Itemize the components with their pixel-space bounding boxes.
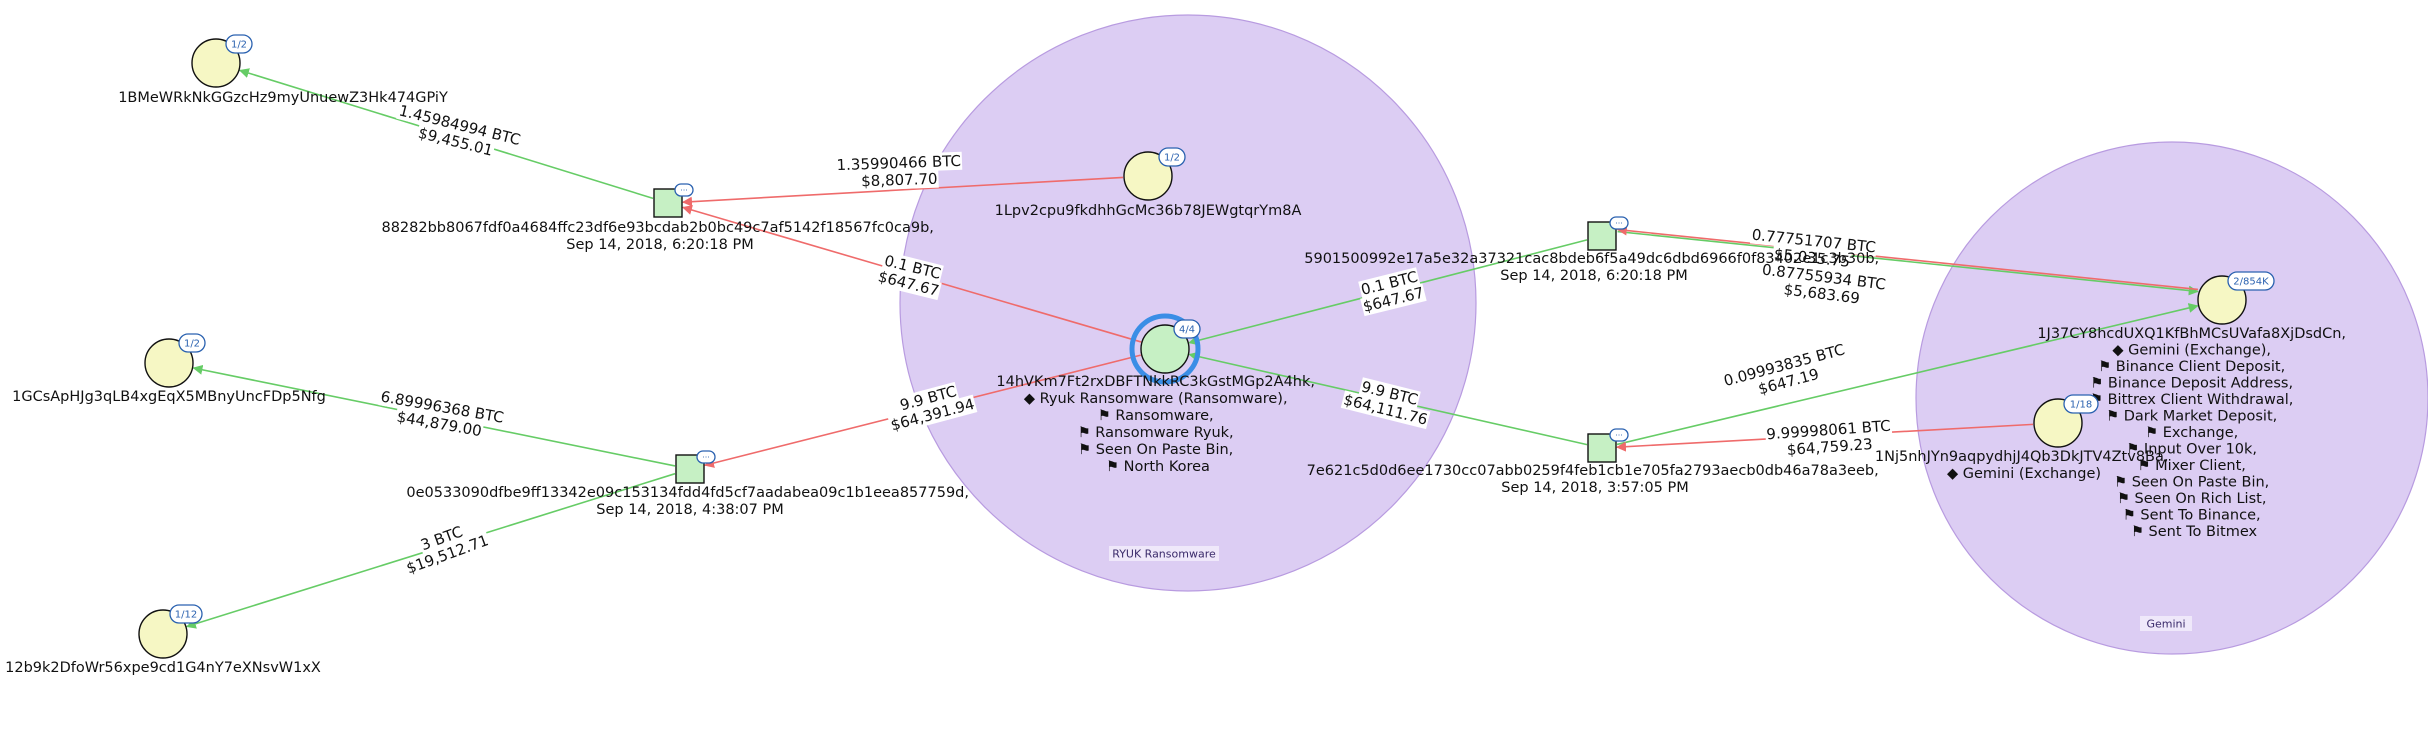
address-label: 12b9k2DfoWr56xpe9cd1G4nY7eXNsvW1xX xyxy=(5,660,321,676)
focus-ring xyxy=(1129,313,1201,385)
count-badge-text: 1/12 xyxy=(175,610,197,621)
count-badge xyxy=(2063,394,2099,414)
edge-label-background xyxy=(887,394,978,435)
address-node-12b9[interactable]: 1/12 12b9k2DfoWr56xpe9cd1G4nY7eXNsvW1xX xyxy=(5,604,321,676)
edge-label-background xyxy=(1360,283,1427,317)
edge-label-layer: 1.45984994 BTC $9,455.01 1.35990466 BTC … xyxy=(375,101,1893,578)
address-node-1Lpv[interactable]: 1/2 1Lpv2cpu9fkdhhGcMc36b78JEWgtqrYm8A xyxy=(995,147,1302,219)
edge-label-e6[interactable]: 9.9 BTC $64,391.94 xyxy=(883,378,978,435)
count-badge xyxy=(225,34,253,54)
edge-label-e4[interactable]: 6.89996368 BTC $44,879.00 xyxy=(375,387,507,443)
cluster-ryuk-label-bg xyxy=(1109,546,1219,561)
edge-label-e2[interactable]: 1.35990466 BTC $8,807.70 xyxy=(835,151,963,191)
address-label: 14hVKm7Ft2rxDBFTNkkRC3kGstMGp2A4hk, ◆ Ry… xyxy=(996,374,1319,475)
address-circle xyxy=(191,38,241,88)
edge-label-background xyxy=(403,530,492,578)
tx-more-badge xyxy=(696,450,716,464)
edge-label-background xyxy=(1785,434,1875,460)
tx-label: 7e621c5d0d6ee1730cc07abb0259f4feb1cb1e70… xyxy=(1307,463,1884,496)
count-badge-text: 1/2 xyxy=(184,339,200,350)
tx-node-5901[interactable]: ··· 5901500992e17a5e32a37321cac8bdeb6f5a… xyxy=(1304,216,1884,284)
tx-label: 5901500992e17a5e32a37321cac8bdeb6f5a49dc… xyxy=(1304,251,1884,284)
address-circle xyxy=(1123,151,1173,201)
cluster-gemini[interactable]: Gemini xyxy=(1915,141,2428,655)
cluster-gemini-label: Gemini xyxy=(2146,618,2185,631)
tx-more-badge xyxy=(1609,216,1629,230)
edge-e12-usd: $64,759.23 xyxy=(1786,435,1873,459)
address-node-14hV[interactable]: 4/4 14hVKm7Ft2rxDBFTNkkRC3kGstMGp2A4hk, … xyxy=(996,313,1319,475)
cluster-gemini-label-bg xyxy=(2140,616,2192,631)
count-badge-text: 1/18 xyxy=(2070,400,2092,411)
count-badge xyxy=(169,604,203,624)
edge-label-background xyxy=(1340,390,1431,430)
edge-label-background xyxy=(1781,280,1862,308)
count-badge-text: 4/4 xyxy=(1179,325,1195,336)
cluster-gemini-area xyxy=(1915,141,2428,655)
address-node-1Nj5[interactable]: 1/18 1Nj5nhJYn9aqpydhjJ4Qb3DkJTV4Ztv8Ba,… xyxy=(1875,394,2173,482)
address-node-1GCs[interactable]: 1/2 1GCsApHJg3qLB4xgEqX5MBnyUncFDp5Nfg xyxy=(12,333,326,405)
count-badge-text: 1/2 xyxy=(1164,153,1180,164)
edge-label-background xyxy=(1720,340,1848,391)
tx-more-badge xyxy=(674,183,694,197)
edge-e2-usd: $8,807.70 xyxy=(861,170,938,191)
edge-label-e1[interactable]: 1.45984994 BTC $9,455.01 xyxy=(392,101,524,166)
address-label: 1GCsApHJg3qLB4xgEqX5MBnyUncFDp5Nfg xyxy=(12,389,326,405)
node-layer: 1/2 1BMeWRkNkGGzcHz9myUnuewZ3Hk474GPiY 1… xyxy=(5,34,2350,676)
edge-label-background xyxy=(859,169,939,191)
edge-label-background xyxy=(396,101,524,150)
edge-label-background xyxy=(897,381,960,415)
edge-label-background xyxy=(1755,364,1822,399)
tx-label: 0e0533090dfbe9ff13342e09c153134fdd4fd5cf… xyxy=(406,485,973,518)
address-label: 1J37CY8hcdUXQ1KfBhMCsUVafa8XjDsdCn, ◆ Ge… xyxy=(2037,326,2350,540)
address-circle xyxy=(144,338,194,388)
address-node-1BMe[interactable]: 1/2 1BMeWRkNkGGzcHz9myUnuewZ3Hk474GPiY xyxy=(118,34,448,106)
tx-node-8828[interactable]: ··· 88282bb8067fdf0a4684ffc23df6e93bcdab… xyxy=(381,183,938,253)
edge-label-background xyxy=(1764,416,1893,444)
edge-label-background xyxy=(1749,225,1878,257)
edge-label-background xyxy=(881,251,944,284)
address-label: 1Lpv2cpu9fkdhhGcMc36b78JEWgtqrYm8A xyxy=(995,203,1302,219)
tx-node-7e62[interactable]: ··· 7e621c5d0d6ee1730cc07abb0259f4feb1cb… xyxy=(1307,428,1884,496)
edge-label-background xyxy=(415,123,496,160)
cluster-ryuk-area xyxy=(899,14,1477,592)
count-badge xyxy=(1158,147,1186,167)
tx-more-badge-text: ··· xyxy=(1615,431,1623,440)
address-node-1J37[interactable]: 2/854K 1J37CY8hcdUXQ1KfBhMCsUVafa8XjDsdC… xyxy=(2037,271,2350,540)
cluster-ryuk-label: RYUK Ransomware xyxy=(1112,548,1216,561)
edge-label-background xyxy=(394,407,485,441)
count-badge xyxy=(2227,271,2275,291)
edge-e2-btc: 1.35990466 BTC xyxy=(836,152,961,174)
edge-label-background xyxy=(1358,377,1421,410)
edge-label-background xyxy=(1358,267,1421,300)
edge-e10[interactable] xyxy=(1616,225,2199,291)
edge-label-background xyxy=(875,267,942,301)
tx-more-badge-text: ··· xyxy=(680,186,688,195)
tx-more-badge-text: ··· xyxy=(702,453,710,462)
count-badge-text: 1/2 xyxy=(231,40,247,51)
cluster-layer: RYUK Ransomware Gemini xyxy=(899,14,2428,655)
edge-label-background xyxy=(835,151,963,175)
tx-more-badge-text: ··· xyxy=(1615,219,1623,228)
address-label: 1BMeWRkNkGGzcHz9myUnuewZ3Hk474GPiY xyxy=(118,90,448,106)
tx-label: 88282bb8067fdf0a4684ffc23df6e93bcdab2b0b… xyxy=(381,220,938,253)
count-badge xyxy=(178,333,206,353)
address-circle xyxy=(1140,324,1190,374)
edge-label-background xyxy=(1759,260,1888,294)
edge-label-e11[interactable]: 0.09993835 BTC $647.19 xyxy=(1720,340,1852,407)
edge-label-background xyxy=(378,387,507,427)
tx-more-badge xyxy=(1609,428,1629,442)
count-badge xyxy=(1173,319,1201,339)
edge-e2[interactable] xyxy=(681,176,1124,207)
edge-e11[interactable] xyxy=(1616,303,2199,446)
address-label: 1Nj5nhJYn9aqpydhjJ4Qb3DkJTV4Ztv8Ba, ◆ Ge… xyxy=(1875,449,2173,482)
count-badge-text: 2/854K xyxy=(2233,277,2269,288)
tx-node-0e05[interactable]: ··· 0e0533090dfbe9ff13342e09c153134fdd4f… xyxy=(406,450,973,518)
edge-e9[interactable] xyxy=(1617,230,2199,296)
edge-label-e5[interactable]: 3 BTC $19,512.71 xyxy=(397,515,492,578)
cluster-ryuk[interactable]: RYUK Ransomware xyxy=(899,14,1477,592)
edge-label-background xyxy=(417,522,466,555)
edge-label-e10[interactable]: 0.87755934 BTC $5,683.69 xyxy=(1758,260,1888,310)
